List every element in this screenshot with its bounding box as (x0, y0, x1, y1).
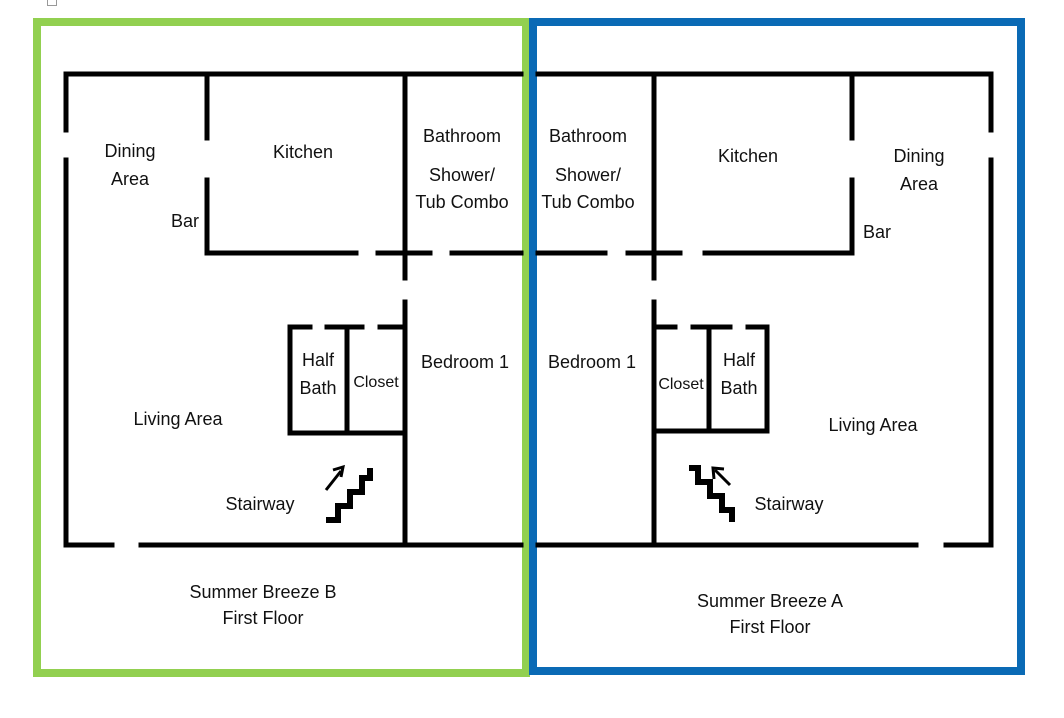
shower-label-b-1: Shower/ (429, 165, 495, 185)
half-bath-label-a-2: Bath (720, 378, 757, 398)
kitchen-label-a: Kitchen (718, 146, 778, 166)
stairs-up-icon-b (324, 464, 373, 523)
bar-label-a: Bar (863, 222, 891, 242)
bathroom-label-b: Bathroom (423, 126, 501, 146)
stairs-up-icon-a (689, 465, 735, 522)
dining-label-a-1: Dining (893, 146, 944, 166)
shower-label-a-2: Tub Combo (541, 192, 634, 212)
living-label-b: Living Area (133, 409, 223, 429)
closet-label-b: Closet (353, 374, 399, 391)
closet-label-a: Closet (658, 376, 704, 393)
half-bath-label-b-1: Half (302, 350, 335, 370)
bedroom-label-b: Bedroom 1 (421, 352, 509, 372)
stairway-label-a: Stairway (754, 494, 823, 514)
unit-a-frame (529, 18, 1025, 675)
dining-label-b-1: Dining (104, 141, 155, 161)
living-label-a: Living Area (828, 415, 918, 435)
dining-label-b-2: Area (111, 169, 150, 189)
unit-b-frame (33, 18, 530, 677)
shower-label-a-1: Shower/ (555, 165, 621, 185)
caption-b-2: First Floor (223, 608, 304, 628)
shower-label-b-2: Tub Combo (415, 192, 508, 212)
half-bath-label-b-2: Bath (299, 378, 336, 398)
dining-label-a-2: Area (900, 174, 939, 194)
caption-a-1: Summer Breeze A (697, 591, 843, 611)
half-bath-label-a-1: Half (723, 350, 756, 370)
unit-b-walls (63, 71, 524, 548)
stairway-label-b: Stairway (225, 494, 294, 514)
bathroom-label-a: Bathroom (549, 126, 627, 146)
corner-marker (47, 0, 57, 6)
caption-b-1: Summer Breeze B (189, 582, 336, 602)
unit-a-walls (535, 71, 994, 548)
bedroom-label-a: Bedroom 1 (548, 352, 636, 372)
caption-a-2: First Floor (730, 617, 811, 637)
bar-label-b: Bar (171, 211, 199, 231)
kitchen-label-b: Kitchen (273, 142, 333, 162)
